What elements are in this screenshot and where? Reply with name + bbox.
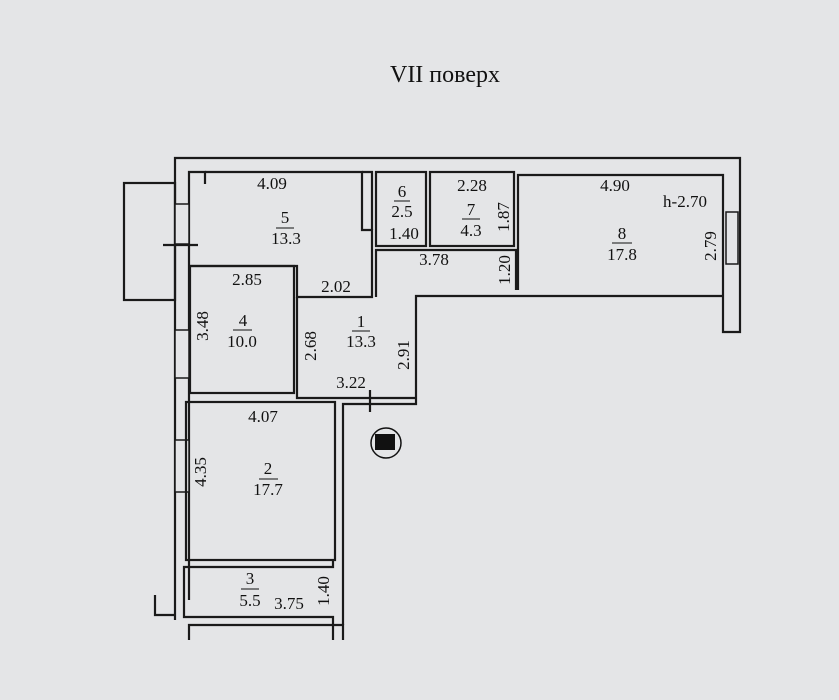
room-1-number: 1	[357, 312, 366, 331]
room-5-dim: 2.02	[321, 277, 351, 296]
window	[174, 203, 190, 245]
outer-walls	[122, 156, 742, 640]
room-4-dim: 2.85	[232, 270, 262, 289]
room-2-dim: 4.07	[248, 407, 278, 426]
floor-title: VII поверх	[390, 62, 500, 88]
room-8-dim: 2.79	[701, 231, 720, 261]
room-8-area: 17.8	[607, 245, 637, 264]
room-7-area: 4.3	[460, 221, 481, 240]
ceiling-height: h-2.70	[663, 192, 707, 211]
room-1-dim: 2.68	[301, 331, 320, 361]
window	[725, 211, 739, 265]
room-8-dim: 4.90	[600, 176, 630, 195]
room-4-area: 10.0	[227, 332, 257, 351]
room-7-dim: 2.28	[457, 176, 487, 195]
room-1-dim: 3.78	[419, 250, 449, 269]
room-3-area: 5.5	[239, 591, 260, 610]
room-3-number: 3	[246, 569, 255, 588]
room-4-dim: 3.48	[193, 311, 212, 341]
room-6-dim: 1.40	[389, 224, 419, 243]
room-3-dim: 1.40	[314, 576, 333, 606]
room-5-number: 5	[281, 208, 290, 227]
compass-icon	[370, 427, 402, 459]
room-3-dim: 3.75	[274, 594, 304, 613]
room-2-number: 2	[264, 459, 273, 478]
room-1-dim: 2.91	[394, 340, 413, 370]
room-2-area: 17.7	[253, 480, 283, 499]
room-1-dim: 3.22	[336, 373, 366, 392]
room-5-dim: 4.09	[257, 174, 287, 193]
room-6-number: 6	[398, 182, 407, 201]
room-1-area: 13.3	[346, 332, 376, 351]
window	[174, 329, 190, 379]
room-walls	[184, 170, 725, 562]
room-2-dim: 4.35	[191, 457, 210, 487]
room-8-number: 8	[618, 224, 627, 243]
room-4-number: 4	[239, 311, 248, 330]
room-7-dim: 1.87	[494, 202, 513, 232]
room-1-dim: 1.20	[495, 255, 514, 285]
room-5-area: 13.3	[271, 229, 301, 248]
room-6-area: 2.5	[391, 202, 412, 221]
room-7-number: 7	[467, 200, 476, 219]
balcony	[122, 181, 177, 302]
